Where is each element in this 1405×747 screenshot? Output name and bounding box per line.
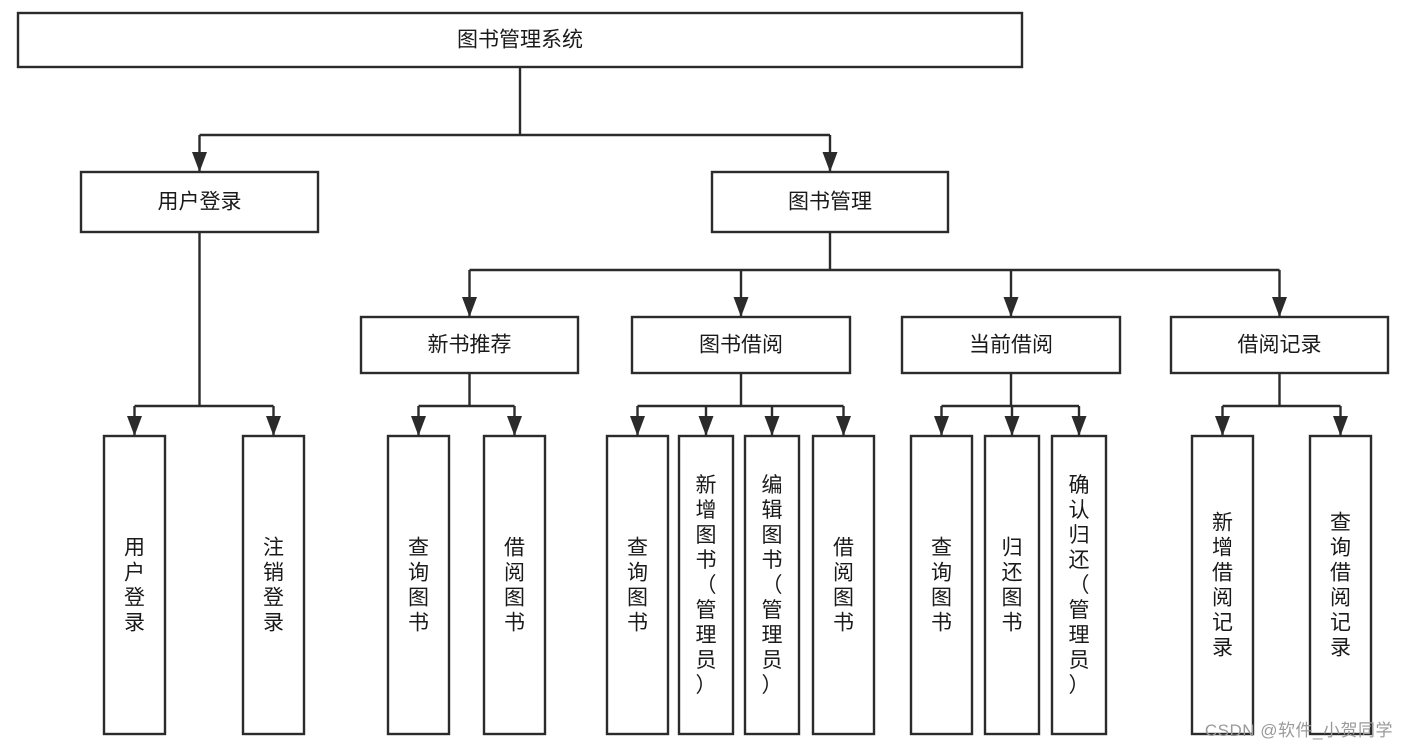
arrow-head-icon xyxy=(266,416,281,436)
arrow-head-icon xyxy=(1071,416,1087,436)
node-label: 查询借阅记录 xyxy=(1330,512,1351,660)
node-label: 借阅记录 xyxy=(1238,334,1322,357)
node-leaf-注销登录[interactable]: 注销登录 xyxy=(241,434,306,736)
arrow-head-icon xyxy=(630,416,645,436)
node-box[interactable] xyxy=(1308,434,1373,736)
node-label: 图书借阅 xyxy=(699,334,783,357)
arrow-head-icon xyxy=(733,297,749,317)
node-label: 图书管理系统 xyxy=(457,29,583,52)
node-label: 用户登录 xyxy=(158,191,242,214)
node-box[interactable] xyxy=(1190,434,1255,736)
node-label: 借阅图书 xyxy=(504,537,525,635)
arrow-head-icon xyxy=(127,416,142,436)
node-box[interactable] xyxy=(983,434,1041,736)
node-label: 新增借阅记录 xyxy=(1212,512,1233,660)
node-label: 查询图书 xyxy=(627,537,648,635)
node-leaf-查询图书[interactable]: 查询图书 xyxy=(386,434,451,736)
node-leaf-查询借阅记录[interactable]: 查询借阅记录 xyxy=(1308,434,1373,736)
node-leaf-借阅图书[interactable]: 借阅图书 xyxy=(811,434,876,736)
node-label: 注销登录 xyxy=(263,537,284,635)
node-leaf-借阅图书[interactable]: 借阅图书 xyxy=(482,434,547,736)
arrow-head-icon xyxy=(934,416,949,436)
arrow-head-icon xyxy=(698,416,714,436)
node-label: 图书管理 xyxy=(788,191,872,214)
node-box[interactable] xyxy=(241,434,306,736)
node-label: 新书推荐 xyxy=(428,334,512,357)
node-box[interactable] xyxy=(102,434,167,736)
node-box[interactable] xyxy=(900,315,1122,375)
node-leaf-新增图书管理员[interactable]: 新增图书（管理员） xyxy=(677,434,735,736)
node-leaf-查询图书[interactable]: 查询图书 xyxy=(909,434,974,736)
node-leaf-编辑图书管理员[interactable]: 编辑图书（管理员） xyxy=(743,434,801,736)
node-box[interactable] xyxy=(1050,434,1108,736)
node-box[interactable] xyxy=(16,11,1024,69)
arrow-head-icon xyxy=(1004,416,1020,436)
node-leaf-用户登录[interactable]: 用户登录 xyxy=(102,434,167,736)
node-box[interactable] xyxy=(1169,315,1390,375)
arrow-head-icon xyxy=(764,416,780,436)
node-box[interactable] xyxy=(811,434,876,736)
edges-layer xyxy=(127,67,1348,436)
node-box[interactable] xyxy=(359,315,580,375)
node-box[interactable] xyxy=(909,434,974,736)
node-box[interactable] xyxy=(677,434,735,736)
node-level2-当前借阅[interactable]: 当前借阅 xyxy=(900,315,1122,375)
node-box[interactable] xyxy=(710,170,950,234)
node-box[interactable] xyxy=(386,434,451,736)
node-level2-图书借阅[interactable]: 图书借阅 xyxy=(630,315,852,375)
node-label: 确认归还（管理员） xyxy=(1069,474,1090,697)
arrow-head-icon xyxy=(507,416,522,436)
node-label: 查询图书 xyxy=(931,537,952,635)
node-label: 借阅图书 xyxy=(833,537,854,635)
arrow-head-icon xyxy=(411,416,426,436)
node-box[interactable] xyxy=(605,434,670,736)
node-box[interactable] xyxy=(630,315,852,375)
node-box[interactable] xyxy=(79,170,320,234)
arrow-head-icon xyxy=(1333,416,1348,436)
arrow-head-icon xyxy=(192,152,207,172)
node-leaf-归还图书[interactable]: 归还图书 xyxy=(983,434,1041,736)
node-box[interactable] xyxy=(482,434,547,736)
node-label: 归还图书 xyxy=(1002,537,1023,635)
arrow-head-icon xyxy=(822,152,838,172)
node-label: 新增图书（管理员） xyxy=(696,474,717,697)
node-level2-新书推荐[interactable]: 新书推荐 xyxy=(359,315,580,375)
arrow-head-icon xyxy=(1215,416,1230,436)
node-label: 当前借阅 xyxy=(969,334,1053,357)
node-leaf-查询图书[interactable]: 查询图书 xyxy=(605,434,670,736)
node-leaf-新增借阅记录[interactable]: 新增借阅记录 xyxy=(1190,434,1255,736)
node-label: 用户登录 xyxy=(124,537,145,635)
node-level1-图书管理[interactable]: 图书管理 xyxy=(710,170,950,234)
node-level1-用户登录[interactable]: 用户登录 xyxy=(79,170,320,234)
node-level2-借阅记录[interactable]: 借阅记录 xyxy=(1169,315,1390,375)
arrow-head-icon xyxy=(1272,297,1287,317)
nodes-layer: 图书管理系统用户登录图书管理新书推荐图书借阅当前借阅借阅记录用户登录注销登录查询… xyxy=(16,11,1390,736)
node-label: 编辑图书（管理员） xyxy=(762,474,783,697)
node-root-图书管理系统[interactable]: 图书管理系统 xyxy=(16,11,1024,69)
watermark-text: CSDN @软件_小贺同学 xyxy=(1204,721,1393,740)
arrow-head-icon xyxy=(1003,297,1019,317)
node-label: 查询图书 xyxy=(408,537,429,635)
node-box[interactable] xyxy=(743,434,801,736)
node-leaf-确认归还管理员[interactable]: 确认归还（管理员） xyxy=(1050,434,1108,736)
arrow-head-icon xyxy=(462,297,477,317)
arrow-head-icon xyxy=(836,416,851,436)
